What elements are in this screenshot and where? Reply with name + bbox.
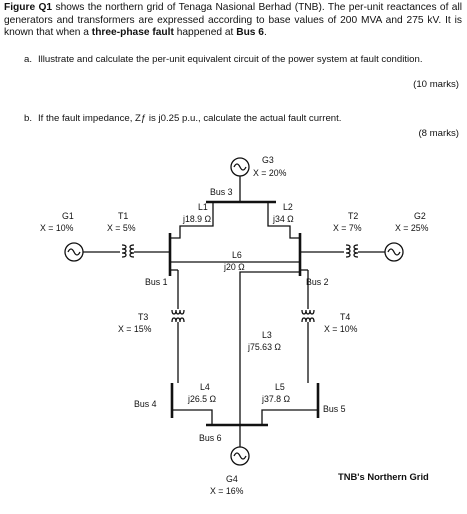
l4-name: L4 — [200, 382, 210, 392]
bus-2-label: Bus 2 — [306, 277, 329, 287]
g2-reactance: X = 25% — [395, 223, 429, 233]
l2-impedance: j34 Ω — [272, 214, 294, 224]
transformer-t4-symbol — [301, 309, 315, 323]
generator-g4-symbol — [230, 446, 250, 466]
transformer-t1-symbol — [121, 244, 135, 258]
sine-icon — [233, 452, 247, 460]
part-a: a. Illustrate and calculate the per-unit… — [24, 54, 423, 65]
t1-reactance: X = 5% — [107, 223, 136, 233]
fault-bus: Bus 6 — [236, 27, 264, 39]
l3-name: L3 — [262, 330, 272, 340]
l5-impedance: j37.8 Ω — [261, 394, 291, 404]
l5-name: L5 — [275, 382, 285, 392]
l3-impedance: j75.63 Ω — [247, 342, 281, 352]
g3-reactance: X = 20% — [253, 168, 287, 178]
l6-name: L6 — [232, 250, 242, 260]
sine-icon — [387, 248, 401, 256]
t4-name: T4 — [340, 312, 350, 322]
t1-name: T1 — [118, 211, 128, 221]
l6-impedance: j20 Ω — [223, 262, 245, 272]
l2-name: L2 — [283, 202, 293, 212]
diagram-caption: TNB's Northern Grid — [338, 471, 429, 482]
fault-type: three-phase fault — [91, 27, 174, 39]
bus-6-label: Bus 6 — [199, 433, 222, 443]
bus-1-label: Bus 1 — [145, 277, 168, 287]
part-a-marks: (10 marks) — [413, 79, 459, 90]
line-l3 — [239, 271, 300, 425]
g1-reactance: X = 10% — [40, 223, 74, 233]
t2-name: T2 — [348, 211, 358, 221]
line-l5 — [261, 409, 318, 425]
transformer-t2-symbol — [345, 244, 359, 258]
question-text: Figure Q1 shows the northern grid of Ten… — [4, 2, 462, 39]
bus-4-label: Bus 4 — [134, 399, 157, 409]
line-l2 — [267, 202, 300, 239]
g4-name: G4 — [226, 474, 238, 484]
t3-reactance: X = 15% — [118, 324, 152, 334]
sine-icon — [233, 163, 247, 171]
g4-reactance: X = 16% — [210, 486, 244, 496]
line-l4 — [172, 409, 213, 425]
sine-icon — [67, 248, 81, 256]
part-b: b. If the fault impedance, Zƒ is j0.25 p… — [24, 113, 342, 124]
figure-label: Figure Q1 — [4, 2, 53, 13]
g3-name: G3 — [262, 155, 274, 165]
g1-name: G1 — [62, 211, 74, 221]
l4-impedance: j26.5 Ω — [187, 394, 217, 404]
t4-reactance: X = 10% — [324, 324, 358, 334]
l1-name: L1 — [198, 202, 208, 212]
bus-5-label: Bus 5 — [323, 404, 346, 414]
t2-reactance: X = 7% — [333, 223, 362, 233]
g2-name: G2 — [414, 211, 426, 221]
transformer-t3-symbol — [171, 309, 185, 323]
t3-name: T3 — [138, 312, 148, 322]
bus-3-label: Bus 3 — [210, 187, 233, 197]
l1-impedance: j18.9 Ω — [182, 214, 212, 224]
part-b-marks: (8 marks) — [418, 128, 459, 139]
line-l1 — [170, 202, 214, 239]
